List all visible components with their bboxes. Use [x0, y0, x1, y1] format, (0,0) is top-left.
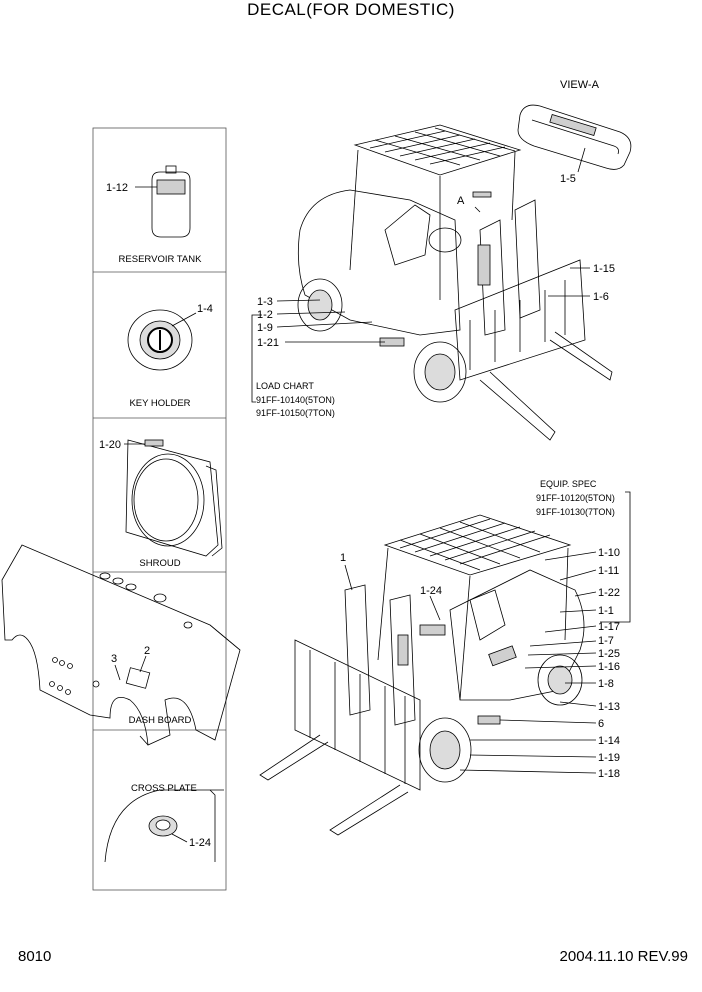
callout-1-10: 1-10	[598, 547, 620, 559]
callout-1-4: 1-4	[197, 303, 213, 315]
callout-1-16: 1-16	[598, 661, 620, 673]
callout-1-13: 1-13	[598, 701, 620, 713]
callout-2: 2	[144, 645, 150, 657]
top-leader-lines	[251, 206, 590, 403]
callout-3: 3	[111, 653, 117, 665]
page-title: DECAL(FOR DOMESTIC)	[247, 0, 455, 19]
reservoir-tank-drawing	[135, 165, 191, 238]
callout-1-25: 1-25	[598, 648, 620, 660]
shroud-drawing	[124, 439, 223, 557]
equip-spec-label: EQUIP. SPEC	[540, 479, 597, 489]
caption-shroud: SHROUD	[139, 558, 180, 569]
callout-1-18: 1-18	[598, 768, 620, 780]
callout-1-9: 1-9	[257, 322, 273, 334]
equip-spec-7ton: 91FF-10130(7TON)	[536, 507, 615, 517]
callout-6: 6	[598, 718, 604, 730]
left-panel-frame	[92, 127, 227, 891]
bottom-leader-lines	[344, 491, 631, 774]
caption-key-holder: KEY HOLDER	[129, 398, 190, 409]
callout-1-11: 1-11	[598, 565, 619, 577]
equip-spec-5ton: 91FF-10120(5TON)	[536, 493, 615, 503]
view-a-drawing	[517, 104, 632, 173]
callout-1-7: 1-7	[598, 635, 614, 647]
callout-1-24: 1-24	[420, 585, 442, 597]
bottom-forklift-drawing	[259, 514, 585, 836]
callout-1: 1	[340, 552, 346, 564]
callout-1-6: 1-6	[593, 291, 609, 303]
callout-1-20: 1-20	[99, 439, 121, 451]
load-chart-5ton: 91FF-10140(5TON)	[256, 395, 335, 405]
callout-1-21: 1-21	[257, 337, 279, 349]
callout-1-2: 1-2	[257, 309, 273, 321]
cross-plate-drawing	[104, 789, 224, 863]
view-a-label: VIEW-A	[560, 79, 600, 91]
callout-1-19: 1-19	[598, 752, 620, 764]
callout-1-15: 1-15	[593, 263, 615, 275]
page-number: 8010	[18, 948, 52, 965]
view-a-marker: A	[457, 195, 465, 207]
callout-1-5: 1-5	[560, 173, 576, 185]
caption-dash-board: DASH BOARD	[129, 715, 192, 726]
callout-1-14: 1-14	[598, 735, 620, 747]
caption-reservoir-tank: RESERVOIR TANK	[119, 254, 203, 265]
callout-1-17: 1-17	[598, 621, 620, 633]
callout-1-8: 1-8	[598, 678, 614, 690]
dash-board-drawing	[1, 544, 241, 746]
callout-1-3: 1-3	[257, 296, 273, 308]
load-chart-label: LOAD CHART	[256, 381, 314, 391]
load-chart-7ton: 91FF-10150(7TON)	[256, 408, 335, 418]
callout-1-12: 1-12	[106, 182, 128, 194]
caption-cross-plate: CROSS PLATE	[131, 783, 197, 794]
key-holder-drawing	[127, 309, 197, 371]
callout-1-22: 1-22	[598, 587, 620, 599]
revision-label: 2004.11.10 REV.99	[559, 948, 688, 965]
callout-1-1: 1-1	[598, 605, 614, 617]
callout-cross-1-24: 1-24	[189, 837, 211, 849]
